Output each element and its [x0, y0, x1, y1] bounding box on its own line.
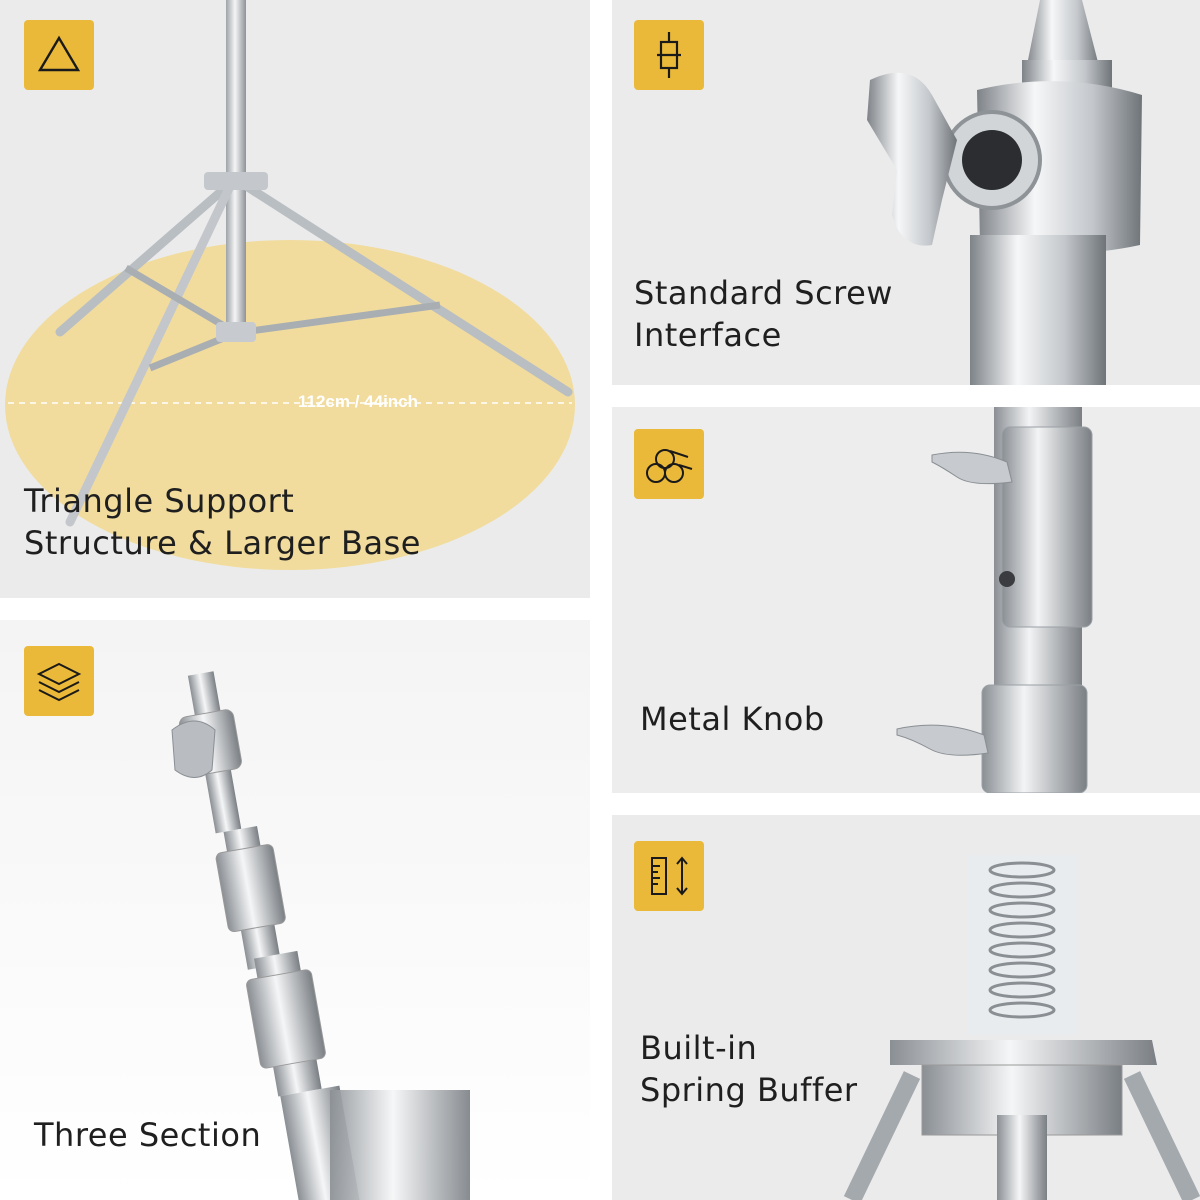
spring-height-icon: [634, 841, 704, 911]
metal-knob-caption: Metal Knob: [640, 700, 825, 738]
screw-interface-illustration: [867, 0, 1142, 385]
spring-buffer-caption: Built-in Spring Buffer: [640, 1029, 858, 1109]
three-section-panel: Three Section: [0, 620, 590, 1200]
base-footprint-circle: [5, 240, 575, 570]
screw-interface-panel: Standard Screw Interface: [612, 0, 1200, 385]
metal-knob-panel: Metal Knob: [612, 407, 1200, 793]
spring-buffer-illustration: [843, 855, 1200, 1200]
triangle-support-panel: 112cm / 44inch Triangle Support Structur…: [0, 0, 590, 598]
three-section-stand-illustration: [171, 671, 470, 1200]
base-dimension-label: 112cm / 44inch: [298, 392, 419, 411]
metal-pipes-icon: [634, 429, 704, 499]
spring-buffer-panel: Built-in Spring Buffer: [612, 815, 1200, 1200]
tripod-base-illustration: [5, 0, 575, 570]
three-section-caption: Three Section: [34, 1116, 262, 1154]
layers-icon: [24, 646, 94, 716]
triangle-icon: [24, 20, 94, 90]
screw-interface-caption: Standard Screw Interface: [634, 274, 893, 354]
metal-knob-illustration: [896, 407, 1093, 793]
screw-interface-icon: [634, 20, 704, 90]
triangle-support-caption: Triangle Support Structure & Larger Base: [24, 482, 421, 562]
